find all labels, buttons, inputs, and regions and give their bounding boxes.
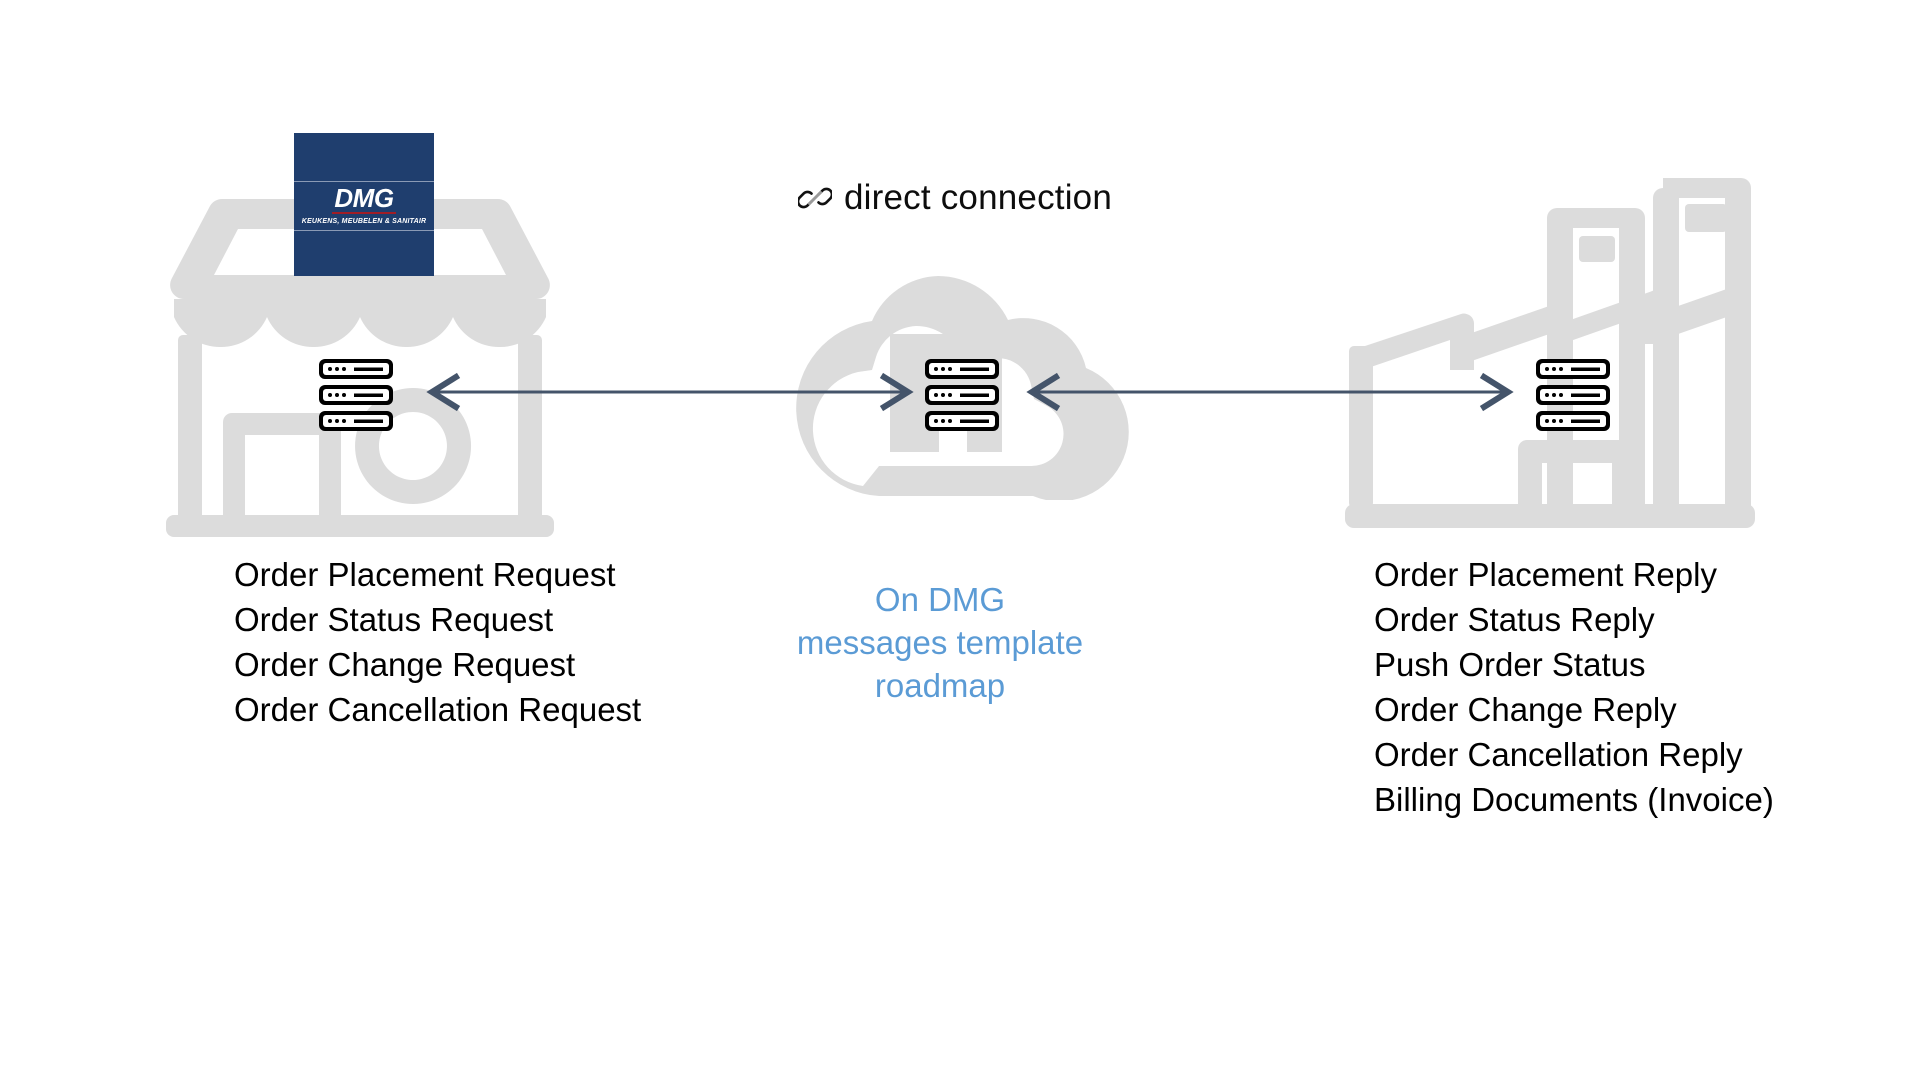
caption-line: roadmap xyxy=(874,667,1006,704)
list-item: Push Order Status xyxy=(1374,646,1646,683)
list-item: Order Placement Request xyxy=(234,556,616,593)
link-chain-icon xyxy=(798,187,832,208)
server-rack-icon xyxy=(925,359,999,431)
caption-line: messages template xyxy=(796,624,1084,661)
right-message-list: Order Placement Reply Order Status Reply… xyxy=(1374,552,1774,822)
dmg-wordmark: DMG xyxy=(332,183,396,214)
list-item: Order Change Reply xyxy=(1374,691,1677,728)
list-item: Order Change Request xyxy=(234,646,576,683)
list-item: Order Cancellation Request xyxy=(234,691,642,728)
dmg-tagline: KEUKENS, MEUBELEN & SANITAIR xyxy=(301,218,427,225)
direct-connection-label: direct connection xyxy=(798,180,1112,215)
list-item: Billing Documents (Invoice) xyxy=(1374,781,1774,818)
storefront-icon xyxy=(166,199,554,537)
store-to-cloud-arrow[interactable] xyxy=(420,372,920,412)
list-item: Order Cancellation Reply xyxy=(1374,736,1743,773)
direct-connection-text: direct connection xyxy=(844,178,1113,217)
factory-icon xyxy=(1345,178,1755,528)
caption-line: On DMG xyxy=(874,581,1006,618)
server-rack-icon xyxy=(1536,359,1610,431)
dmg-logo-plate: DMG KEUKENS, MEUBELEN & SANITAIR xyxy=(294,181,434,231)
list-item: Order Status Reply xyxy=(1374,601,1655,638)
left-message-list: Order Placement Request Order Status Req… xyxy=(234,552,641,732)
list-item: Order Status Request xyxy=(234,601,554,638)
cloud-to-factory-arrow[interactable] xyxy=(1020,372,1520,412)
server-rack-icon xyxy=(319,359,393,431)
list-item: Order Placement Reply xyxy=(1374,556,1717,593)
dmg-logo: DMG KEUKENS, MEUBELEN & SANITAIR xyxy=(294,133,434,276)
center-caption: On DMG messages template roadmap xyxy=(740,578,1140,707)
cloud-icon xyxy=(796,276,1129,500)
